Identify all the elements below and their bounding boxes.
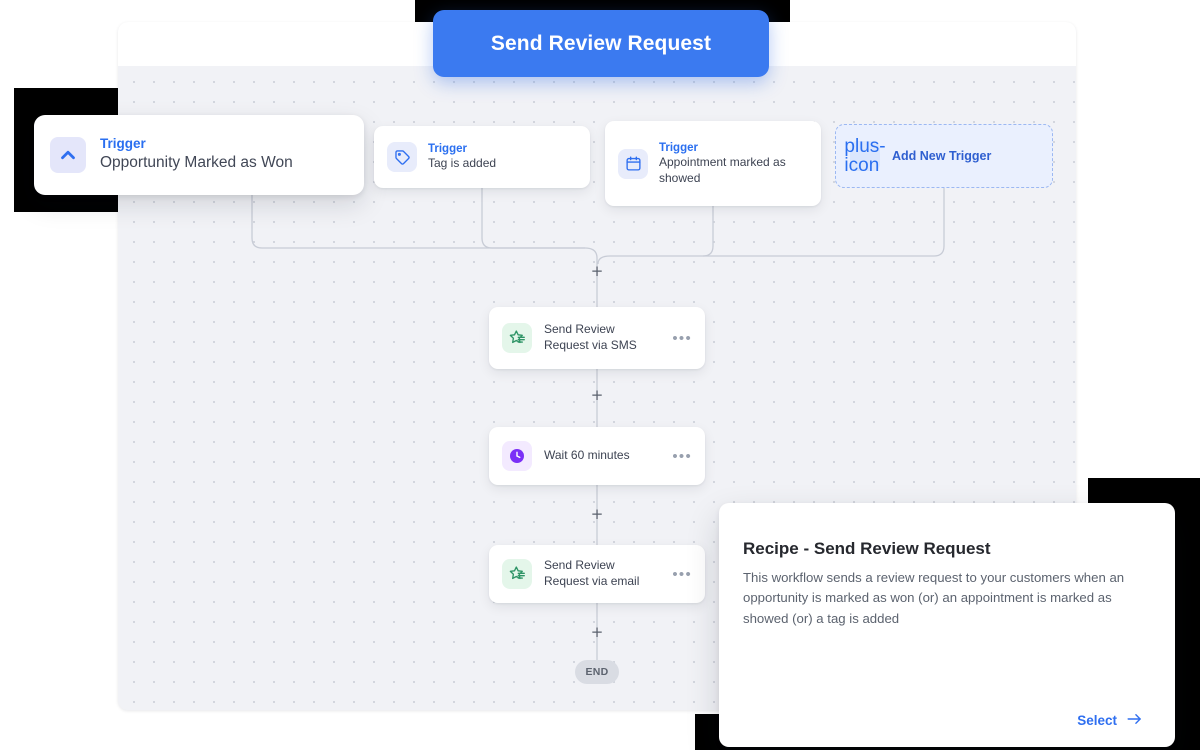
recipe-panel: Recipe - Send Review Request This workfl… — [719, 503, 1175, 747]
trigger-title: Tag is added — [428, 156, 497, 171]
action-node-send-review-request-sms[interactable]: Send Review Request via SMS ••• — [489, 307, 705, 369]
trigger-title: Appointment marked as showed — [659, 155, 786, 185]
tag-icon — [387, 142, 417, 172]
plus-icon: plus-icon — [844, 136, 886, 176]
select-button-label: Select — [1077, 712, 1117, 728]
trigger-kicker: Trigger — [659, 141, 698, 154]
select-button[interactable]: Select — [1077, 712, 1143, 729]
action-label: Send Review Request via email — [544, 558, 640, 588]
recipe-description: This workflow sends a review request to … — [743, 570, 1125, 626]
calendar-icon — [618, 148, 648, 179]
trigger-card-text: Trigger Opportunity Marked as Won — [100, 136, 293, 173]
add-step-icon[interactable]: + — [590, 262, 604, 280]
send-review-request-button[interactable]: Send Review Request — [433, 10, 769, 77]
trigger-card-text: Trigger Appointment marked as showed — [659, 141, 808, 187]
add-step-icon[interactable]: + — [590, 623, 604, 641]
add-new-trigger-button[interactable]: plus-icon Add New Trigger — [835, 124, 1053, 188]
node-overflow-menu-icon[interactable]: ••• — [672, 565, 692, 583]
action-node-wait-60-minutes[interactable]: Wait 60 minutes ••• — [489, 427, 705, 485]
node-overflow-menu-icon[interactable]: ••• — [672, 447, 692, 465]
trigger-card-appointment-marked-as-showed[interactable]: Trigger Appointment marked as showed — [605, 121, 821, 206]
review-star-icon — [502, 559, 532, 589]
trigger-card-opportunity-marked-as-won[interactable]: Trigger Opportunity Marked as Won — [34, 115, 364, 195]
recipe-footer: Select — [719, 693, 1175, 747]
chevron-up-icon — [50, 137, 86, 173]
add-step-icon[interactable]: + — [590, 505, 604, 523]
trigger-title: Opportunity Marked as Won — [100, 154, 293, 172]
trigger-kicker: Trigger — [428, 143, 467, 156]
end-node: END — [575, 660, 619, 684]
add-step-icon[interactable]: + — [590, 386, 604, 404]
arrow-right-icon — [1126, 712, 1143, 729]
trigger-card-tag-is-added[interactable]: Trigger Tag is added — [374, 126, 590, 188]
clock-icon — [502, 441, 532, 471]
action-node-send-review-request-email[interactable]: Send Review Request via email ••• — [489, 545, 705, 603]
recipe-title: Recipe - Send Review Request — [743, 539, 991, 558]
action-label: Send Review Request via SMS — [544, 322, 637, 352]
node-overflow-menu-icon[interactable]: ••• — [672, 329, 692, 347]
review-star-icon — [502, 323, 532, 353]
trigger-card-text: Trigger Tag is added — [428, 142, 496, 172]
action-label: Wait 60 minutes — [544, 448, 630, 463]
trigger-kicker: Trigger — [100, 136, 146, 152]
add-new-trigger-label: Add New Trigger — [892, 149, 992, 163]
